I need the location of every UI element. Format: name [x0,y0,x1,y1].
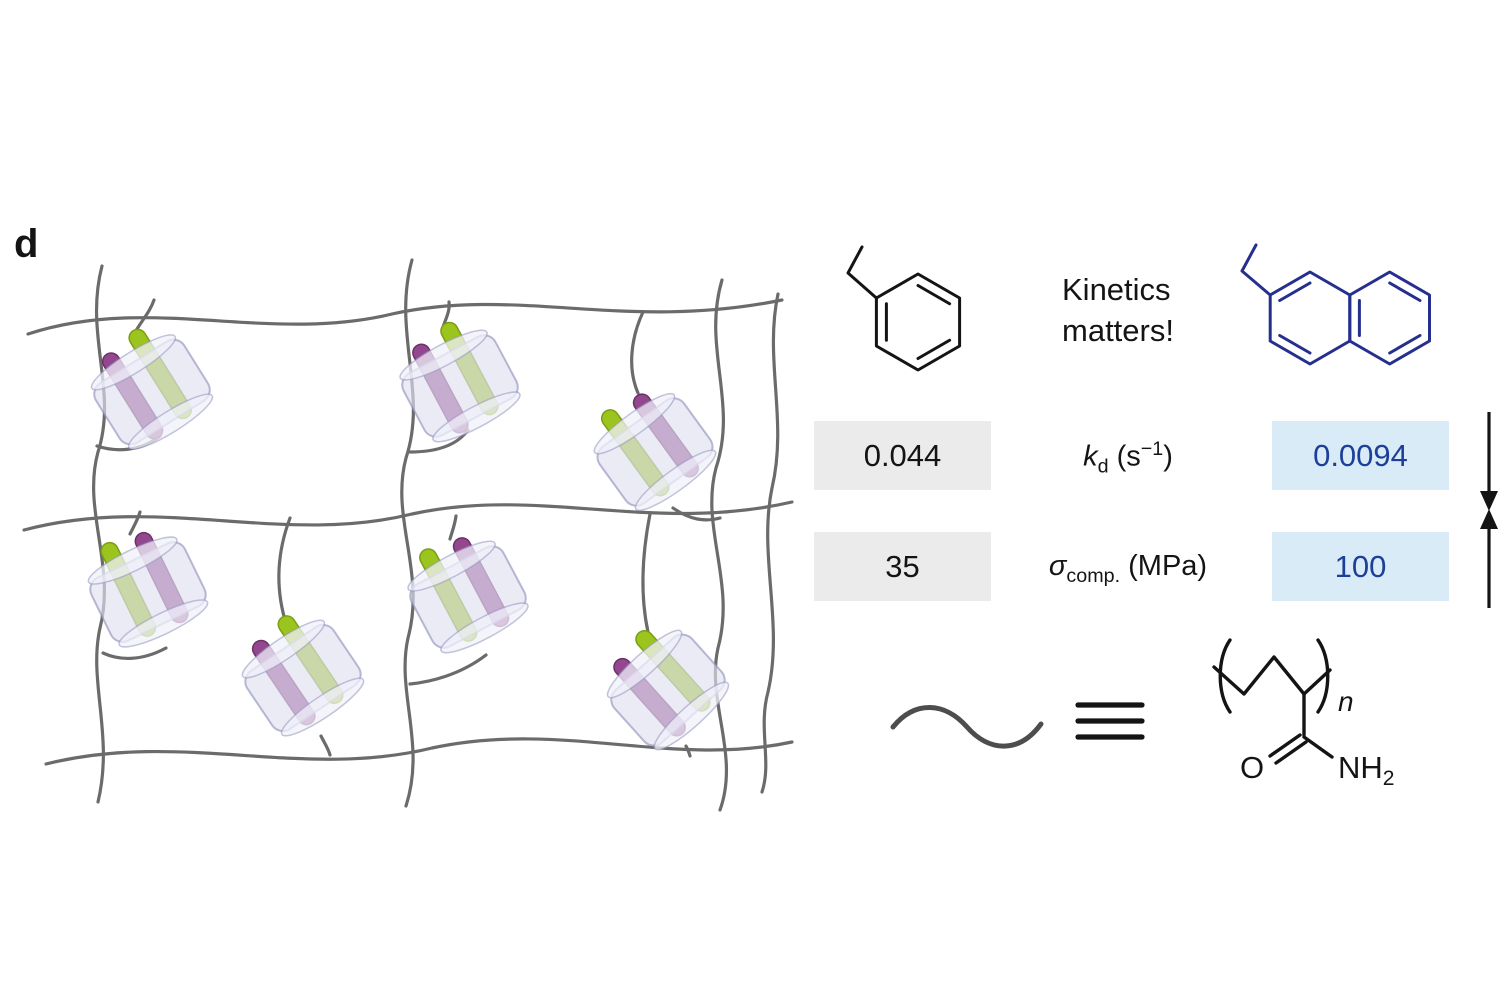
kd-unit-close: ) [1163,440,1173,473]
equivalence-icon [1075,702,1145,740]
polymer-strand [400,258,415,808]
guest-tether [448,514,458,541]
host-guest-complex [586,608,739,760]
naphthalene-structure-icon [1240,243,1431,366]
carbonyl-oxygen-label: O [1240,750,1265,785]
decrease-arrow-icon [1480,412,1498,511]
amide-label: NH2 [1338,750,1395,791]
amide-sub: 2 [1382,767,1395,791]
phenyl-structure-icon [846,245,962,372]
polymer-chain-squiggle-icon [890,705,1044,749]
guest-tether [630,310,645,395]
sigma-subscript: comp. [1066,564,1121,587]
guest-tether [101,646,168,661]
guest-tether [128,510,142,536]
polyacrylamide-structure-icon [1212,638,1334,765]
kd-unit-exponent: −1 [1140,438,1164,460]
polymer-strand [92,264,107,804]
host-guest-complex [224,596,373,746]
host-guest-complex [391,516,537,663]
kd-subscript: d [1097,455,1109,478]
guest-tether [277,516,292,622]
guest-tether [641,512,652,634]
value-phenyl-stress: 35 [814,532,991,601]
increase-arrow-icon [1480,509,1498,608]
value-naphthyl-kd: 0.0094 [1272,421,1449,490]
repeat-subscript: n [1338,686,1354,717]
amide-nh: NH [1338,750,1383,785]
guest-tether [671,506,722,522]
kd-symbol: k [1083,440,1098,473]
sigma-unit: (MPa) [1120,550,1208,582]
polymer-strand [760,292,780,794]
polymer-strand [22,500,794,532]
guest-tether [408,653,488,686]
guest-tether [319,734,332,757]
sigma-label: σcomp. (MPa) [1030,550,1226,588]
panel-label: d [14,222,39,266]
polymer-network [22,258,794,812]
value-phenyl-kd: 0.044 [814,421,991,490]
host-guest-complex [575,370,725,521]
kd-unit-open: (s [1108,440,1141,473]
host-guest-complex [73,512,216,657]
kd-label: kd (s−1) [1030,438,1226,478]
polymer-strand [44,737,794,766]
value-naphthyl-stress: 100 [1272,532,1449,601]
polymer-strand [710,278,729,812]
kinetics-heading: Kinetics matters! [1062,272,1174,348]
guest-tether [684,744,692,758]
sigma-symbol: σ [1048,550,1067,582]
